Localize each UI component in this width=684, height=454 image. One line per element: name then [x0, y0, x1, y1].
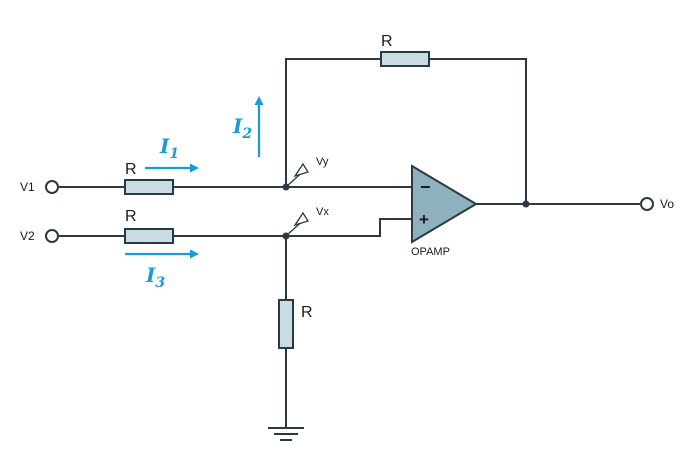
label-i3: I3: [145, 263, 165, 291]
wires: [59, 58, 640, 428]
terminal-v1: [45, 180, 59, 194]
resistor-input-1: [124, 179, 174, 195]
label-r-feedback: R: [381, 33, 393, 50]
opamp-label: OPAMP: [411, 246, 450, 258]
terminal-v2: [45, 229, 59, 243]
resistor-input-2: [124, 228, 174, 244]
label-i2: I2: [232, 114, 252, 142]
label-i1: I1: [159, 134, 179, 162]
wire-feedback-right: [429, 58, 527, 204]
label-r-input-1: R: [125, 161, 137, 178]
opamp-minus-sign: −: [420, 177, 431, 197]
label-v1: V1: [20, 180, 35, 194]
probe-vy-icon: [286, 162, 309, 187]
opamp-body: [411, 164, 478, 244]
resistor-ground: [278, 299, 294, 349]
arrow-i1-icon: [145, 163, 199, 173]
probe-vx-icon: [286, 211, 309, 236]
opamp: − +: [411, 164, 478, 244]
label-vo: Vo: [660, 197, 674, 211]
junction-output: [522, 200, 530, 208]
ground-symbol: [268, 427, 304, 441]
resistor-feedback: [380, 51, 430, 67]
wire-r2-to-noninverting: [173, 218, 412, 237]
label-v2: V2: [20, 229, 35, 243]
terminal-vo: [640, 197, 654, 211]
arrow-i2-icon: [254, 96, 264, 157]
arrow-i3-icon: [125, 249, 199, 259]
label-vx: Vx: [316, 206, 329, 218]
label-vy: Vy: [316, 156, 329, 168]
opamp-plus-sign: +: [419, 210, 429, 229]
label-r-input-2: R: [125, 208, 137, 225]
label-r-ground: R: [301, 304, 313, 321]
wire-feedback-left: [285, 58, 381, 187]
